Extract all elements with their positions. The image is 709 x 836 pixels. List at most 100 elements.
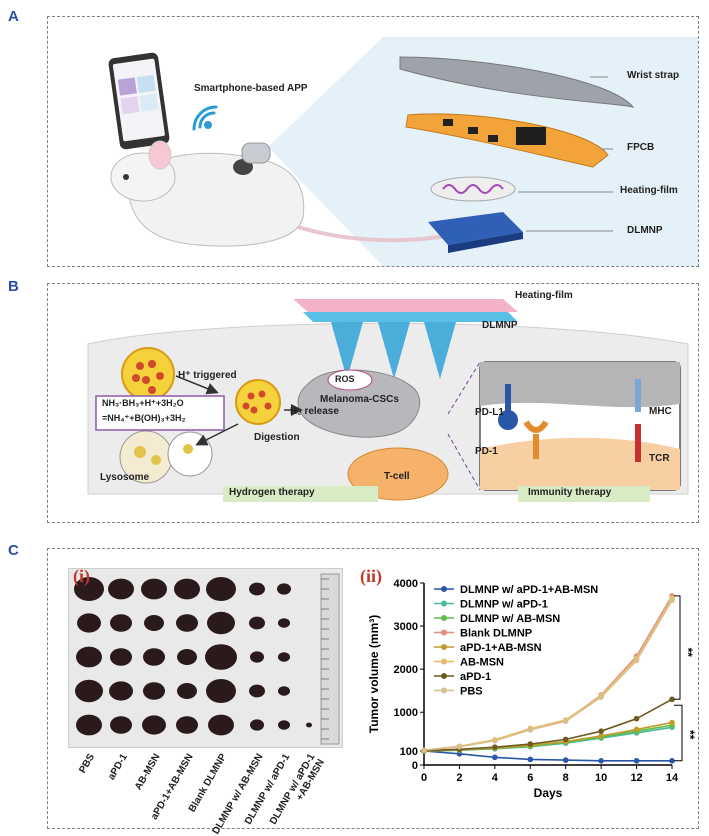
y-tick-label: 4000 (394, 578, 418, 590)
data-point (598, 728, 604, 734)
data-point (562, 718, 569, 725)
significance-marker: ** (683, 730, 695, 740)
data-point (527, 741, 534, 747)
data-point (669, 597, 675, 604)
data-point (527, 727, 534, 733)
data-point (527, 756, 534, 763)
tumor-specimen (110, 648, 132, 666)
y-axis-label: Tumor volume (mm³) (367, 615, 381, 733)
fpcb-label: FPCB (627, 142, 655, 153)
y-tick-label: 0 (412, 760, 418, 772)
equation-line-1: NH₃·BH₃+H⁺+3H₂O (102, 398, 184, 408)
panel-letter-b: B (8, 278, 19, 295)
legend-marker (441, 615, 447, 621)
hydrogen-therapy-bar (223, 486, 378, 502)
data-point (633, 726, 640, 733)
legend-label: DLMNP w/ aPD-1 (460, 599, 548, 611)
tumor-specimen (74, 577, 104, 601)
photo-panel-label: (i) (73, 566, 90, 586)
wrist-strap-illustration (399, 56, 635, 108)
series-line (423, 599, 673, 751)
series-line (423, 698, 673, 752)
legend-label: PBS (460, 686, 483, 698)
data-point (633, 758, 640, 764)
tumor-specimen (249, 582, 265, 596)
legend-label: Blank DLMNP (460, 628, 532, 640)
tumor-specimen (177, 649, 197, 665)
tumor-specimen (306, 722, 312, 728)
mhc-label: MHC (649, 406, 672, 417)
tumor-specimen (77, 613, 101, 633)
dlmnp-label: DLMNP (627, 225, 663, 236)
nanoparticle-digestion (235, 379, 281, 425)
tumor-specimen (143, 682, 165, 700)
wifi-icon (192, 105, 218, 131)
immunity-therapy-label: Immunity therapy (528, 487, 612, 498)
microneedle-array (331, 322, 456, 379)
data-point (598, 694, 604, 700)
panel-b-illustration (87, 299, 689, 502)
tumor-specimen (76, 714, 102, 736)
equation-box (95, 395, 225, 431)
pd1-label: PD-1 (475, 446, 498, 457)
x-tick-label: 10 (595, 772, 607, 784)
ros-label: ROS (335, 374, 355, 384)
tumor-specimen (278, 618, 290, 628)
tumor-specimen (278, 652, 290, 662)
tumor-specimen (177, 683, 197, 699)
tumor-specimen (207, 611, 235, 635)
dlmnp-illustration (428, 212, 523, 253)
equation-line-2: =NH₄⁺+B(OH)₃+3H₂ (102, 413, 186, 423)
legend-marker (441, 687, 447, 694)
legend-marker (441, 673, 447, 679)
legend-label: aPD-1 (460, 671, 491, 683)
x-tick-label: 8 (563, 772, 569, 784)
tumor-specimen (144, 615, 164, 631)
tumor-specimen (143, 648, 165, 666)
tumor-specimen (206, 679, 236, 703)
tumor-specimen (250, 651, 264, 663)
x-tick-label: 14 (666, 772, 679, 784)
h2-release-label: H₂ release (290, 406, 339, 417)
x-tick-label: 4 (492, 772, 499, 784)
significance-marker: ** (681, 648, 695, 658)
ros-bubble (327, 369, 373, 391)
significance-bracket (674, 704, 683, 762)
inset-connector-top (447, 361, 481, 415)
tumor-specimen (250, 719, 264, 731)
tumor-specimen (141, 578, 167, 600)
data-point (562, 736, 569, 743)
lysosome-label: Lysosome (100, 472, 150, 483)
legend-marker (441, 600, 447, 607)
immunity-therapy-bar (518, 486, 650, 502)
tumor-specimen (278, 686, 290, 696)
chart-panel-label: (ii) (360, 566, 382, 586)
smartphone-icon (108, 52, 170, 150)
tumor-specimen (249, 684, 265, 698)
smartphone-app-label: Smartphone-based APP (194, 83, 308, 94)
hydrogen-therapy-label: Hydrogen therapy (229, 487, 315, 498)
pd-l1-receptor (498, 384, 518, 430)
legend-marker (441, 658, 447, 665)
tcr-label: TCR (649, 453, 670, 464)
tumor-specimen (208, 714, 234, 736)
legend-label: AB-MSN (460, 657, 504, 669)
data-point (492, 744, 498, 750)
tumor-specimen (110, 716, 132, 734)
panel-a-illustration (108, 37, 698, 266)
data-point (421, 747, 427, 753)
dlmnp-label-b: DLMNP (482, 320, 518, 331)
data-point (456, 743, 463, 750)
x-tick-label: 2 (456, 772, 462, 784)
x-axis-label: Days (534, 786, 563, 800)
heating-film-label-b: Heating-film (515, 290, 573, 301)
x-tick-label: 12 (630, 772, 642, 784)
legend-marker (441, 629, 447, 636)
data-point (562, 757, 569, 763)
tumor-specimen (206, 577, 236, 601)
tumor-specimen (76, 646, 102, 668)
x-tick-label: 0 (421, 772, 427, 784)
pdl1-label: PD-L1 (475, 407, 504, 418)
digestion-label: Digestion (254, 432, 300, 443)
